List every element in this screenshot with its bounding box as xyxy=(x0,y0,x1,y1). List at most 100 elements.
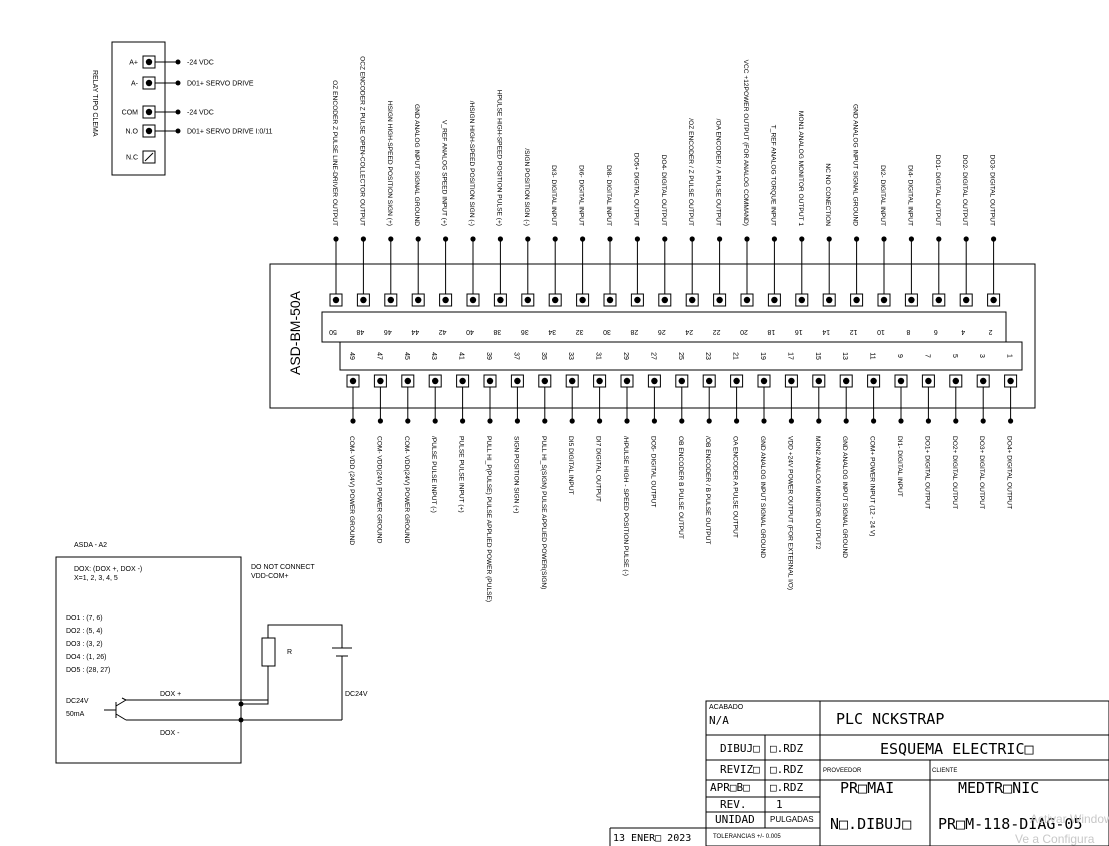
pin-number: 44 xyxy=(411,328,419,335)
aprobo-label: APR□B□ xyxy=(710,781,750,794)
pin-wire-dot xyxy=(953,418,959,424)
pin-wire-dot xyxy=(651,418,658,424)
pin-wire-dot xyxy=(487,418,493,424)
pin-number: 29 xyxy=(622,352,629,360)
top-pin: 48 OCZ ENCODER Z PULSE OPEN-COLLECTOR OUT… xyxy=(356,56,370,335)
pin-number: 12 xyxy=(850,328,858,335)
top-pin: 22/OA ENCODER / A PULSE OUTPUT xyxy=(713,119,727,335)
pin-signal-label: /PULSE PULSE INPUT (-) xyxy=(430,436,437,513)
pin-terminal-screw xyxy=(565,374,579,388)
do-mapping-entry: DO5 : (28, 27) xyxy=(66,667,110,674)
bottom-pin: 23/OB ENCODER / B PULSE OUTPUT xyxy=(702,352,716,544)
pin-number: 18 xyxy=(767,328,775,335)
relay-terminal-label: N.C xyxy=(126,155,138,162)
relay-terminal-screw xyxy=(142,55,156,69)
pin-signal-label: DI4- DIGITAL INPUT xyxy=(906,165,913,226)
pin-terminal-screw xyxy=(483,374,497,388)
relay-terminal-signal: -24 VDC xyxy=(187,110,214,117)
pin-signal-label: /OZ ENCODER / Z PULSE OUTPUT xyxy=(687,118,694,226)
pin-terminal-screw xyxy=(521,293,535,307)
pin-signal-label: COM+ POWER INPUT (12 - 24 V) xyxy=(869,436,876,536)
pin-terminal-screw xyxy=(921,374,935,388)
unidad-label: UNIDAD xyxy=(715,813,755,826)
top-pin: 26 DO4- DIGITAL OUTPUT xyxy=(658,155,672,335)
pin-number: 41 xyxy=(458,352,465,360)
top-pin: 40/HSIGN HIGH-SPEED POSITION SIGN (-) xyxy=(466,101,480,335)
pin-signal-label: DO5+ DIGITAL OUTPUT xyxy=(632,153,639,226)
bottom-pin: 29/HPULSE HIGH - SPEED POSITION PULSE (-… xyxy=(620,352,634,576)
pin-wire-dot xyxy=(816,418,822,424)
pin-number: 11 xyxy=(869,352,876,359)
pin-signal-label: OCZ ENCODER Z PULSE OPEN-COLLECTOR OUTPU… xyxy=(358,56,365,226)
pin-number: 2 xyxy=(989,328,993,335)
pin-signal-label: DO4- DIGITAL OUTPUT xyxy=(660,155,667,226)
relay-wire-dot xyxy=(175,128,181,134)
pin-terminal-screw xyxy=(411,293,425,307)
pin-wire-dot xyxy=(871,418,877,424)
top-pin: 2 DO3- DIGITAL OUTPUT xyxy=(987,155,1001,335)
pin-terminal-screw xyxy=(593,374,607,388)
relay-box xyxy=(111,41,166,176)
do-mapping-entry: DO4 : (1, 26) xyxy=(66,654,106,661)
pin-terminal-screw xyxy=(839,374,853,388)
do-mapping-entry: DO2 : (5, 4) xyxy=(66,628,103,635)
relay-wire-dot xyxy=(175,109,181,115)
cliente-value: MEDTR□NIC xyxy=(958,779,1039,797)
pin-signal-label: DO1- DIGITAL OUTPUT xyxy=(934,155,941,226)
pin-signal-label: MON2 ANALOG MONITOR OUTPUT2 xyxy=(814,436,821,550)
no-dibujo-label: N□.DIBUJ□ xyxy=(830,815,911,833)
pin-signal-label: OZ ENCODER Z PULSE LINE-DRIVER OUTPUT xyxy=(331,80,338,226)
pin-terminal-screw xyxy=(812,374,826,388)
pin-number: 48 xyxy=(356,328,364,335)
pin-wire-dot xyxy=(405,418,411,424)
pin-terminal-screw xyxy=(373,374,387,388)
pin-terminal-screw xyxy=(702,374,716,388)
top-pin-strip xyxy=(321,311,1007,343)
pin-signal-label: SIGN POSITION SIGN (+) xyxy=(512,436,519,514)
pin-signal-label: NC NO CONECTION xyxy=(824,163,831,226)
pin-terminal-screw xyxy=(401,374,415,388)
pin-number: 5 xyxy=(951,354,958,358)
pin-signal-label: PULL HI_S(SIGN) PULSE APPLIED POWER(SIGN… xyxy=(540,436,547,589)
pin-number: 10 xyxy=(877,328,885,335)
pin-wire-dot xyxy=(377,418,383,424)
pin-number: 27 xyxy=(649,352,656,360)
pin-number: 26 xyxy=(658,328,666,335)
pin-wire-dot xyxy=(597,418,603,424)
do-mapping-entry: DO1 : (7, 6) xyxy=(66,615,103,622)
dibujo-label: DIBUJ□ xyxy=(720,742,760,755)
pin-signal-label: DO3- DIGITAL OUTPUT xyxy=(989,155,996,226)
pin-signal-label: GND ANALOG INPUT SIGNAL GROUND xyxy=(852,104,859,226)
pin-number: 15 xyxy=(814,352,821,360)
asda-title: ASDA - A2 xyxy=(74,542,107,549)
pin-terminal-screw xyxy=(850,293,864,307)
pin-signal-label: DI8- DIGITAL INPUT xyxy=(605,165,612,226)
pin-signal-label: OB ENCODER B PULSE OUTPUT xyxy=(677,436,684,539)
tolerancias: TOLERANCIAS +/- 0.005 xyxy=(713,834,781,840)
pin-wire-dot xyxy=(734,418,740,424)
pin-number: 36 xyxy=(521,328,529,335)
watermark-line-2: Ve a Configura xyxy=(1015,832,1095,846)
acabado-value: N/A xyxy=(709,714,729,727)
pin-terminal-screw xyxy=(466,293,480,307)
pin-terminal-screw xyxy=(346,374,360,388)
pin-number: 6 xyxy=(934,328,938,335)
pin-terminal-screw xyxy=(784,374,798,388)
pin-terminal-screw xyxy=(987,293,1001,307)
